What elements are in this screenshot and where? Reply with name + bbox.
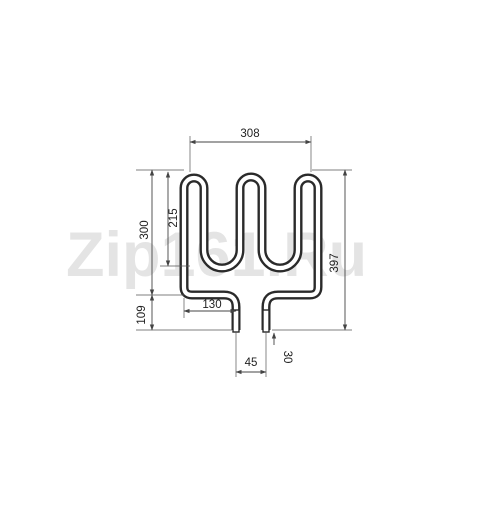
label-width-130: 130 (202, 299, 221, 311)
label-height-215: 215 (168, 208, 180, 227)
dimension-height-397: 397 (272, 169, 352, 331)
label-height-397: 397 (329, 253, 341, 272)
dimension-width-130: 130 (183, 298, 237, 318)
label-width-308: 308 (240, 128, 259, 140)
label-height-109: 109 (136, 305, 148, 324)
label-width-45: 45 (245, 357, 258, 369)
dimension-height-109: 109 (136, 294, 232, 331)
dimension-width-45: 45 (235, 332, 267, 377)
dimension-length-30: 30 (271, 332, 293, 364)
dimension-height-215: 215 (160, 171, 190, 267)
label-length-30: 30 (281, 351, 293, 364)
terminals (232, 309, 270, 333)
dimension-height-300: 300 (136, 169, 184, 296)
dimension-width-308: 308 (189, 128, 312, 172)
label-height-300: 300 (139, 220, 151, 239)
heating-element-coil (179, 172, 323, 330)
